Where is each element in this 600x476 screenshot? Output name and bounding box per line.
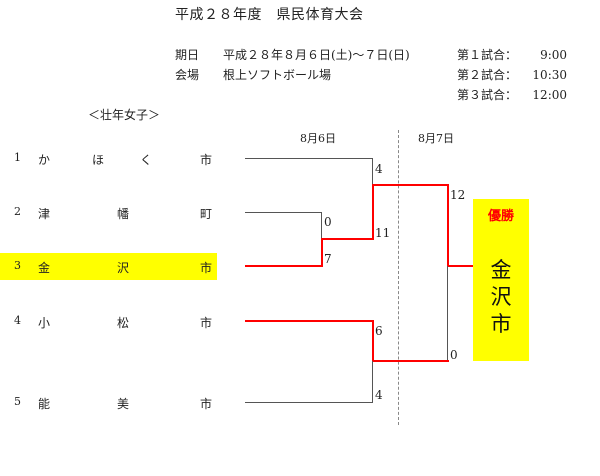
- team-number: 1: [14, 151, 21, 164]
- team-name-part: 松: [117, 316, 130, 330]
- champion-name-char: 沢: [490, 285, 512, 309]
- schedule-label: 第２試合：: [457, 68, 518, 82]
- venue-value: 根上ソフトボール場: [223, 68, 332, 82]
- team-name-part: 市: [200, 153, 213, 167]
- winner-path-line: [447, 265, 473, 267]
- team-name-part: 沢: [117, 261, 130, 275]
- team-name-part: 町: [200, 207, 213, 221]
- team-name-part: 美: [117, 397, 130, 411]
- team-name-part: か: [38, 153, 51, 167]
- score: 0: [450, 348, 458, 362]
- winner-path-line: [321, 238, 323, 267]
- champion-box: 優勝 金 沢 市: [473, 199, 529, 361]
- schedule-label: 第１試合：: [457, 48, 518, 62]
- bracket-line: [372, 361, 373, 403]
- venue-label: 会場: [175, 68, 200, 82]
- bracket-line: [245, 402, 372, 403]
- team-number: 4: [14, 314, 21, 327]
- schedule-row-3: 第３試合： 12:00: [457, 86, 567, 103]
- day-divider: [398, 130, 399, 425]
- team-name-part: 市: [200, 261, 213, 275]
- team-row: 2 津 幡 町: [0, 199, 217, 226]
- round-date-1: 8月6日: [300, 132, 336, 145]
- round-date-2: 8月7日: [418, 132, 454, 145]
- schedule-row-1: 第１試合： 9:00: [457, 46, 567, 63]
- champion-label: 優勝: [487, 209, 514, 224]
- winner-path-line: [321, 238, 374, 240]
- winner-path-line: [372, 320, 374, 362]
- team-row: 4 小 松 市: [0, 308, 217, 335]
- team-name-part: 市: [200, 397, 213, 411]
- team-number: 5: [14, 395, 21, 408]
- schedule-time: 12:00: [532, 88, 568, 102]
- champion-name-char: 市: [490, 312, 512, 336]
- team-row-highlighted: 3 金 沢 市: [0, 253, 217, 280]
- schedule-label: 第３試合：: [457, 88, 518, 102]
- page-title: 平成２８年度 県民体育大会: [175, 7, 364, 23]
- schedule-time: 10:30: [532, 68, 568, 82]
- date-value: 平成２８年８月６日(土)～７日(日): [223, 48, 410, 62]
- team-row: 1 か ほ く 市: [0, 145, 217, 172]
- team-name-part: 小: [38, 316, 51, 330]
- team-name-part: ほ く: [92, 153, 153, 167]
- bracket-line: [245, 158, 372, 159]
- champion-name: 金 沢 市: [473, 257, 529, 338]
- bracket-line: [447, 266, 448, 361]
- event-date: 期日 平成２８年８月６日(土)～７日(日): [175, 46, 410, 63]
- team-name-part: 津: [38, 207, 51, 221]
- score: 7: [324, 252, 332, 266]
- bracket-line: [245, 212, 321, 213]
- team-name-part: 金: [38, 261, 51, 275]
- winner-path-line: [372, 184, 449, 186]
- winner-path-line: [447, 184, 449, 267]
- winner-path-line: [372, 184, 374, 240]
- bracket-line: [321, 212, 322, 239]
- team-row: 5 能 美 市: [0, 389, 217, 416]
- champion-name-char: 金: [490, 258, 512, 282]
- score: 11: [375, 226, 391, 240]
- winner-path-line: [245, 320, 374, 322]
- score: 12: [450, 188, 466, 202]
- date-label: 期日: [175, 48, 200, 62]
- team-name-part: 市: [200, 316, 213, 330]
- schedule-row-2: 第２試合： 10:30: [457, 66, 567, 83]
- score: 6: [375, 324, 383, 338]
- team-number: 3: [14, 259, 21, 272]
- bracket-line: [372, 158, 373, 185]
- team-name-part: 能: [38, 397, 51, 411]
- winner-path-line: [372, 360, 449, 362]
- event-venue: 会場 根上ソフトボール場: [175, 66, 331, 83]
- team-name-part: 幡: [117, 207, 130, 221]
- schedule-time: 9:00: [540, 48, 568, 62]
- score: 4: [375, 388, 383, 402]
- score: 0: [324, 215, 332, 229]
- winner-path-line: [245, 265, 323, 267]
- score: 4: [375, 162, 383, 176]
- category-label: ＜壮年女子＞: [88, 108, 161, 122]
- team-number: 2: [14, 205, 21, 218]
